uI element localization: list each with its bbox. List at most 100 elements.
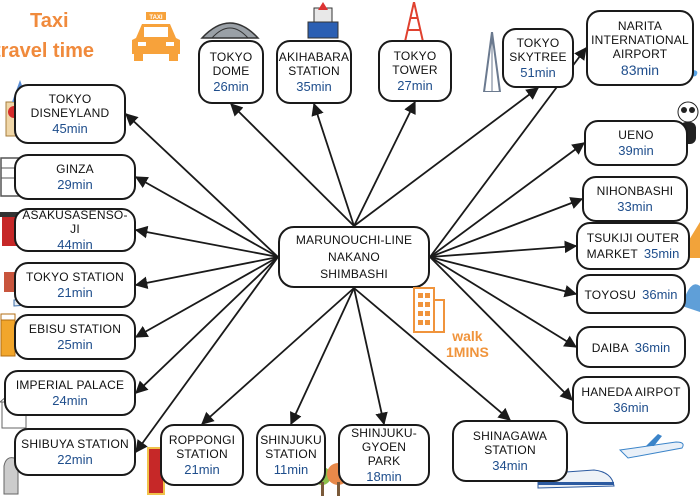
destination-name: HANEDA AIRPOT <box>581 384 681 399</box>
connector-arrow-tsukiji <box>429 240 578 258</box>
hub-line-1: MARUNOUCHI-LINE <box>295 233 413 247</box>
travel-time: 24min <box>52 392 88 408</box>
destination-name: MARKET <box>586 246 638 261</box>
travel-time: 34min <box>492 457 528 473</box>
destination-name: SHINJUKU- <box>351 425 417 440</box>
destination-name: SKYTREE <box>509 49 567 64</box>
connector-arrow-nihonbashi <box>429 197 584 258</box>
taxi-badge: TAXI <box>149 15 163 21</box>
connector-arrow-shinjuku <box>290 287 355 426</box>
connector-arrow-shinagawa <box>353 287 511 421</box>
travel-time: 51min <box>520 64 556 80</box>
title-line-2: travel time <box>0 40 95 62</box>
travel-time: 35min <box>643 245 680 261</box>
destination-row: MARKET 35min <box>587 245 680 262</box>
travel-time: 29min <box>57 176 93 192</box>
destination-row: TOYOSU 36min <box>584 286 677 303</box>
travel-time: 18min <box>366 468 402 484</box>
dolphin-icon <box>682 284 700 312</box>
travel-time: 45min <box>52 120 88 136</box>
skytree-icon <box>482 32 502 92</box>
hub-line-2: NAKANO <box>328 250 380 264</box>
connector-arrow-ebisu <box>134 256 279 338</box>
travel-time: 33min <box>617 198 653 214</box>
connector-arrow-ginza <box>134 176 279 258</box>
connector-arrow-tokyo-tower <box>353 100 416 227</box>
destination-name: NIHONBASHI <box>596 183 674 198</box>
destination-name: ASAKUSASENSO-JI <box>22 207 128 236</box>
travel-time: 22min <box>57 451 93 467</box>
connector-arrow-haneda <box>429 256 573 401</box>
travel-time: 27min <box>397 77 433 93</box>
connector-arrow-tokyo-station <box>134 256 279 289</box>
destination-node-toyosu: TOYOSU 36min <box>576 274 686 314</box>
tower-icon <box>402 2 426 46</box>
destination-name: GINZA <box>56 161 94 176</box>
travel-time: 21min <box>184 461 220 477</box>
connector-arrow-tokyo-skytree <box>353 87 540 227</box>
connector-arrow-imperial-palace <box>135 256 279 394</box>
destination-name: AKIHABARA <box>278 49 350 64</box>
destination-row: DAIBA 36min <box>592 339 670 356</box>
connector-arrow-roppongi <box>201 287 355 425</box>
destination-name: SHIBUYA STATION <box>21 436 129 451</box>
destination-name: STATION <box>176 446 228 461</box>
destination-name: DISNEYLAND <box>30 105 110 120</box>
travel-time: 36min <box>642 286 678 302</box>
connector-arrow-shinjuku-gyoen <box>353 287 388 426</box>
travel-time: 36min <box>634 339 671 355</box>
connector-arrow-tokyo-disneyland <box>125 113 279 258</box>
travel-time: 21min <box>57 284 93 300</box>
connector-arrow-toyosu <box>429 256 578 298</box>
connector-arrow-tokyo-dome <box>230 103 355 227</box>
airplane-haneda-icon <box>618 434 684 459</box>
dome-icon <box>200 22 260 39</box>
taxi-icon: TAXI <box>132 12 180 61</box>
destination-name: SHINJUKU <box>260 432 322 447</box>
travel-time: 25min <box>57 336 93 352</box>
walk-note: walk 1MINS <box>446 328 489 360</box>
destination-name: SHINAGAWA <box>472 428 548 443</box>
connector-arrow-shibuya <box>135 256 279 454</box>
destination-name: ROPPONGI <box>168 432 236 447</box>
building-icon <box>413 287 445 333</box>
destination-name: TOYOSU <box>584 287 637 302</box>
walk-label: walk <box>452 328 483 344</box>
destination-name: IMPERIAL PALACE <box>15 377 125 392</box>
walk-time: 1MINS <box>446 344 489 360</box>
destination-name: STATION <box>265 446 317 461</box>
destination-name: STATION <box>288 63 340 78</box>
travel-time: 26min <box>213 78 249 94</box>
connector-arrow-asakusa <box>134 225 279 258</box>
destination-name: TOKYO <box>393 48 437 63</box>
title-line-1: Taxi <box>30 10 69 32</box>
destination-name: UENO <box>618 127 654 142</box>
destination-node-daiba: DAIBA 36min <box>576 326 686 368</box>
travel-time: 35min <box>296 78 332 94</box>
destination-name: DOME <box>212 63 250 78</box>
travel-time: 83min <box>620 61 660 78</box>
destination-name: DAIBA <box>591 340 629 355</box>
destination-name: TOKYO STATION <box>26 269 124 284</box>
destination-name: TSUKIJI OUTER <box>586 230 680 245</box>
